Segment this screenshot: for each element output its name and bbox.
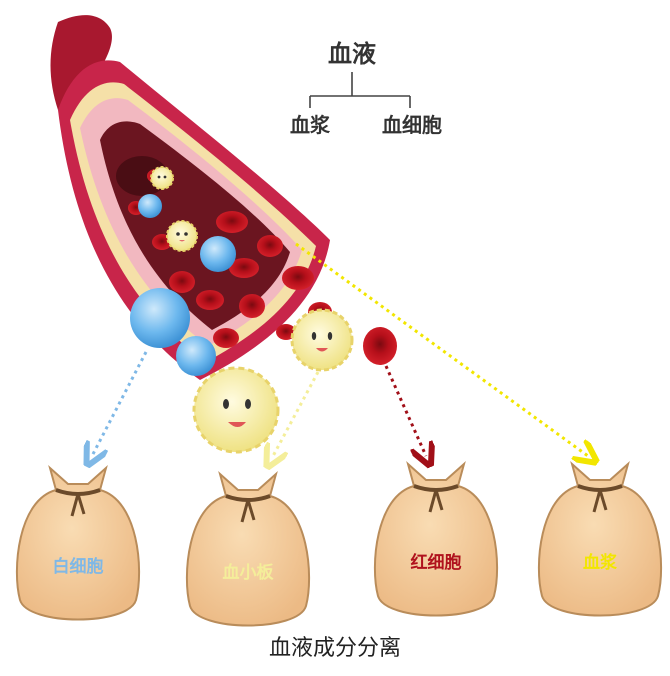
red-cell [216, 211, 248, 233]
red-cell [169, 271, 195, 293]
bag: 血小板 [185, 471, 311, 627]
white-blood-cells [130, 194, 236, 376]
separation-arrows [92, 242, 588, 458]
bag-body [537, 461, 663, 617]
bag-body [185, 471, 311, 627]
platelet [150, 166, 174, 190]
platelet-large [192, 366, 280, 454]
bag-body [373, 461, 499, 617]
tree-right: 血细胞 [382, 113, 442, 137]
bag: 血浆 [537, 461, 663, 617]
tree-root: 血液 [328, 40, 376, 68]
bag: 白细胞 [15, 465, 141, 621]
red-cell [152, 234, 172, 250]
platelet [166, 220, 198, 252]
white-cell [130, 288, 190, 348]
bag-knot [428, 489, 444, 513]
caption: 血液成分分离 [268, 636, 401, 661]
white-cell [138, 194, 162, 218]
tree-left: 血浆 [290, 113, 331, 137]
red-cell [213, 328, 239, 348]
red-cell [257, 235, 283, 257]
red-cell-floating [363, 327, 397, 365]
white-cell [200, 236, 236, 272]
platelets [150, 166, 354, 454]
red-cell [229, 258, 259, 278]
bag-label: 白细胞 [53, 556, 104, 577]
arrow-to-red-cells [384, 365, 426, 456]
platelet [290, 308, 354, 372]
hierarchy-tree: 血液 血浆 血细胞 [290, 40, 442, 137]
red-cell [239, 294, 265, 318]
bag-knot [70, 493, 86, 517]
bag-label: 红细胞 [411, 552, 462, 573]
red-cell [196, 290, 224, 310]
arrow-to-platelets [272, 371, 320, 458]
bag-body [15, 465, 141, 621]
arrow-to-white-cells [92, 351, 148, 456]
red-cell [282, 266, 314, 290]
bag-label: 血浆 [583, 552, 618, 573]
bags: 白细胞 血小板 红细胞 血浆 [15, 461, 663, 627]
bag-label: 血小板 [223, 562, 275, 583]
bag-knot [240, 499, 256, 523]
white-cell [176, 336, 216, 376]
bag: 红细胞 [373, 461, 499, 617]
bag-knot [592, 489, 608, 513]
